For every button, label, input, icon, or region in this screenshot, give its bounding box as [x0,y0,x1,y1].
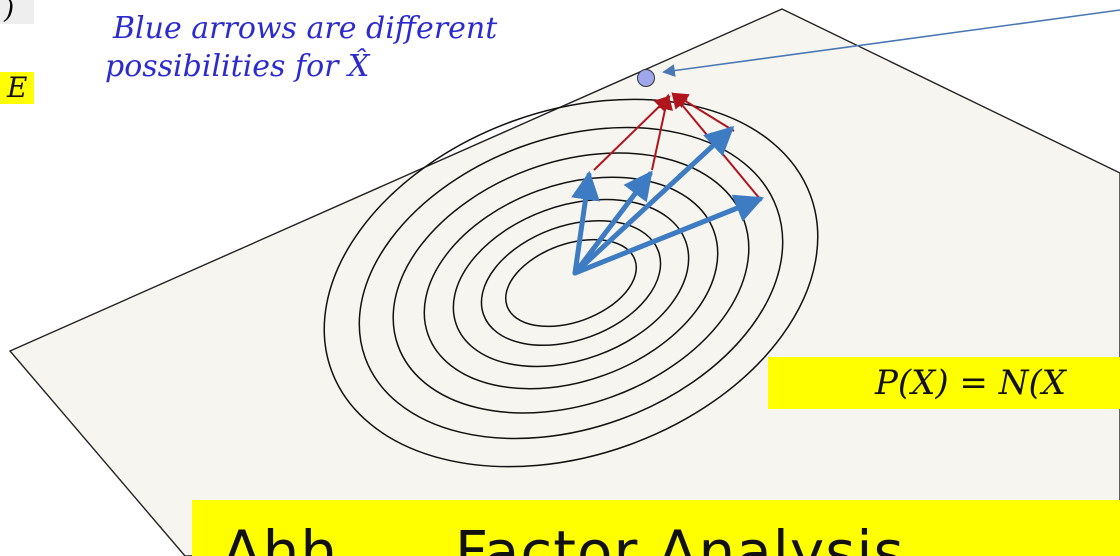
annotation-line-1: Blue arrows are different [113,10,583,48]
gaussian-plane [10,9,1120,556]
left-paren-fragment: ) [0,0,34,24]
left-e-label: E [0,72,34,104]
title-banner: Ahh. . . Factor Analysis [192,500,1120,556]
x-hat-symbol: X̂ [348,48,369,86]
annotation-line-2: possibilities for X̂ [105,48,583,86]
prior-equation: P(X) = N(X [768,357,1120,409]
annotation-line-2-prefix: possibilities for [105,49,348,84]
data-point [638,70,655,87]
annotation-text: Blue arrows are different possibilities … [113,10,583,86]
